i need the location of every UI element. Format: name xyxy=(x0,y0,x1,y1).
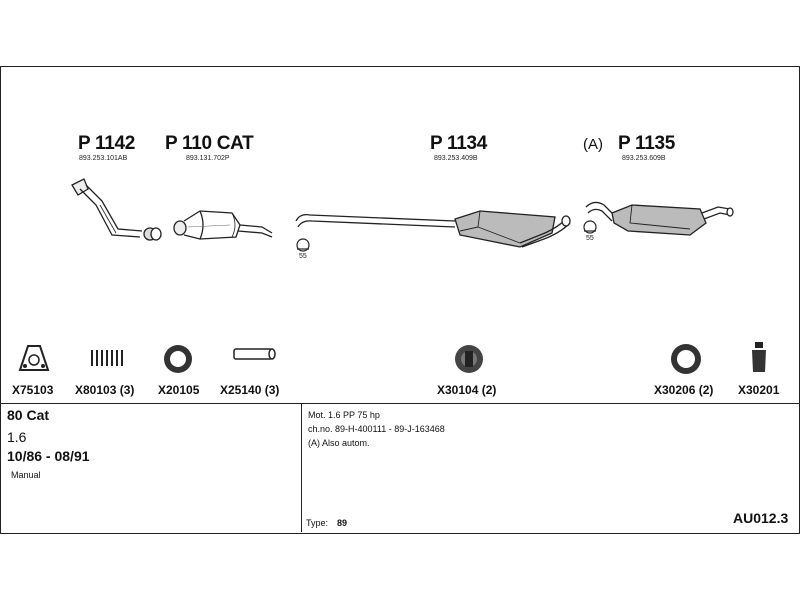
accessory-code: X30201 xyxy=(738,383,780,397)
vehicle-period: 10/86 - 08/91 xyxy=(7,448,90,464)
accessory-code: X80103 (3) xyxy=(75,383,135,397)
vehicle-model: 80 Cat xyxy=(7,407,50,423)
accessory-code: X20105 xyxy=(158,383,200,397)
clamp-size-label: 55 xyxy=(299,253,307,260)
spring-icon xyxy=(91,350,123,366)
part-p110cat-ref: 893.131.702P xyxy=(186,155,230,162)
clamp-icon xyxy=(296,238,310,252)
part-p1135-ref: 893.253.609B xyxy=(622,155,666,162)
table-divider xyxy=(301,403,302,532)
hanger-icon xyxy=(752,342,766,372)
diagram-code: AU012.3 xyxy=(733,510,789,526)
accessory-code: X30104 (2) xyxy=(437,383,497,397)
clamp-icon xyxy=(583,220,597,234)
accessory-code: X75103 xyxy=(12,383,54,397)
middle-silencer-p1134 xyxy=(295,210,571,248)
vehicle-transmission: Manual xyxy=(11,470,41,480)
part-p1135-code: P 1135 xyxy=(618,133,676,154)
front-pipe-p1142 xyxy=(71,178,162,241)
exhaust-system-drawing xyxy=(71,178,734,252)
part-p1142-code: P 1142 xyxy=(78,133,136,154)
note-motor: Mot. 1.6 PP 75 hp xyxy=(308,410,380,420)
note-variant: (A) Also autom. xyxy=(308,438,370,448)
vehicle-engine: 1.6 xyxy=(7,429,27,445)
clamp-size-label: 55 xyxy=(586,235,594,242)
table-divider xyxy=(0,403,800,404)
part-p1134-code: P 1134 xyxy=(430,133,488,154)
note-chassis: ch.no. 89-H-400111 - 89-J-163468 xyxy=(308,424,445,434)
catalyst-p110cat xyxy=(173,210,273,240)
ring-icon xyxy=(164,345,192,373)
type-label: Type: xyxy=(306,518,329,528)
part-p1135-variant: (A) xyxy=(583,136,603,153)
part-p1134-ref: 893.253.409B xyxy=(434,155,478,162)
accessory-code: X25140 (3) xyxy=(220,383,280,397)
ring-icon xyxy=(671,344,701,374)
part-p1142-ref: 893.253.101AB xyxy=(79,155,128,162)
rear-silencer-p1135 xyxy=(585,201,734,236)
gasket-icon xyxy=(18,345,50,371)
rubber-mount-icon xyxy=(455,345,483,373)
part-p110cat-code: P 110 CAT xyxy=(165,133,254,154)
type-value: 89 xyxy=(337,518,348,528)
pipe-icon xyxy=(233,348,276,360)
accessory-code: X30206 (2) xyxy=(654,383,714,397)
